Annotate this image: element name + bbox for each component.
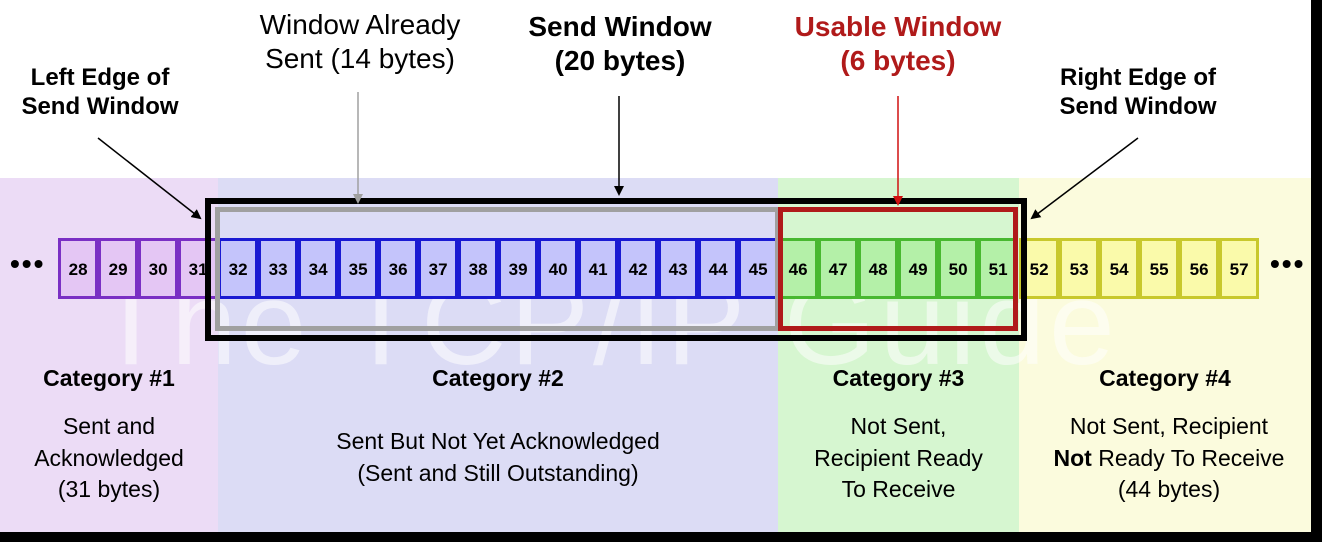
category-3-description: Not Sent, Recipient Ready To Receive: [778, 411, 1019, 506]
category-3-title: Category #3: [832, 365, 965, 391]
send-window-label-line: Send Window: [528, 11, 712, 42]
description-line: (31 bytes): [57, 476, 161, 503]
category-4-band: [1019, 178, 1311, 532]
usable-window-label-line: (6 bytes): [840, 44, 956, 76]
right-edge-label: Right Edge of Send Window: [1038, 64, 1238, 122]
byte-cell: 57: [1219, 238, 1260, 299]
byte-cell: 49: [898, 238, 939, 299]
byte-cell: 28: [58, 238, 99, 299]
category-1-title: Category #1: [43, 365, 175, 391]
byte-cell: 44: [698, 238, 739, 299]
category-2-description: Sent But Not Yet Acknowledged (Sent and …: [218, 426, 778, 489]
byte-cell: 30: [138, 238, 179, 299]
ellipsis-left: •••: [10, 248, 46, 279]
usable-window-box: [778, 207, 1018, 331]
send-window-box: [205, 198, 1027, 341]
description-line-rest: Ready To Receive: [1091, 444, 1285, 471]
category-1-band: [0, 178, 218, 532]
byte-cell: 36: [378, 238, 419, 299]
byte-cell: 47: [818, 238, 859, 299]
already-sent-window-box: [215, 207, 780, 331]
byte-cell: 29: [98, 238, 139, 299]
byte-cell: 37: [418, 238, 459, 299]
pointer-arrows: [97, 92, 1139, 220]
left-edge-arrow: [97, 137, 202, 220]
already-sent-label-line: Sent (14 bytes): [265, 42, 455, 74]
byte-cell: 53: [1059, 238, 1100, 299]
description-line: Acknowledged: [34, 444, 184, 471]
category-4-title: Category #4: [1099, 365, 1231, 391]
usable-window-label-line: Usable Window: [794, 11, 1002, 42]
description-line: (Sent and Still Outstanding): [357, 459, 639, 486]
byte-cell: 56: [1179, 238, 1220, 299]
description-line: Recipient Ready: [814, 444, 983, 471]
send-window-label-line: (20 bytes): [554, 44, 686, 76]
byte-cell: 39: [498, 238, 539, 299]
category-3-band: [778, 178, 1019, 532]
send-window-label: Send Window (20 bytes): [480, 10, 760, 77]
left-edge-label-line: Send Window: [21, 92, 179, 120]
byte-cell: 41: [578, 238, 619, 299]
not-emphasis: Not: [1053, 444, 1092, 471]
description-line: To Receive: [841, 476, 956, 503]
byte-cell: 42: [618, 238, 659, 299]
description-line: Sent But Not Yet Acknowledged: [336, 428, 660, 454]
byte-cell: 48: [858, 238, 899, 299]
byte-cell: 54: [1099, 238, 1140, 299]
right-edge-arrow: [1030, 137, 1139, 220]
description-line: Not Sent,: [850, 413, 947, 439]
left-edge-label-line: Left Edge of: [30, 64, 170, 91]
ellipsis-right: •••: [1270, 248, 1306, 279]
left-edge-label: Left Edge of Send Window: [0, 64, 200, 122]
byte-cell: 34: [298, 238, 339, 299]
description-line: Sent and: [62, 413, 156, 439]
already-sent-label-line: Window Already: [259, 9, 461, 40]
description-line: Not Sent, Recipient: [1069, 413, 1269, 439]
byte-cell: 38: [458, 238, 499, 299]
byte-cell: 33: [258, 238, 299, 299]
byte-cell: 43: [658, 238, 699, 299]
category-2-title: Category #2: [432, 365, 564, 391]
already-sent-label: Window Already Sent (14 bytes): [200, 8, 520, 75]
category-2-band: [218, 178, 778, 532]
category-1-description: Sent and Acknowledged (31 bytes): [0, 411, 218, 506]
byte-cell: 35: [338, 238, 379, 299]
byte-cell: 40: [538, 238, 579, 299]
byte-cell: 50: [938, 238, 979, 299]
description-line: (44 bytes): [1117, 476, 1221, 503]
category-4-description: Not Sent, Recipient Not Ready To Receive…: [1019, 411, 1311, 506]
description-line: Not Ready To Receive: [1019, 443, 1311, 475]
tcp-sliding-window-diagram: The TCP/IP Guide Left Edge of Send Windo…: [0, 0, 1311, 532]
byte-cell: 55: [1139, 238, 1180, 299]
right-edge-label-line: Send Window: [1059, 92, 1217, 120]
usable-window-label: Usable Window (6 bytes): [758, 10, 1038, 77]
right-edge-label-line: Right Edge of: [1060, 64, 1216, 91]
